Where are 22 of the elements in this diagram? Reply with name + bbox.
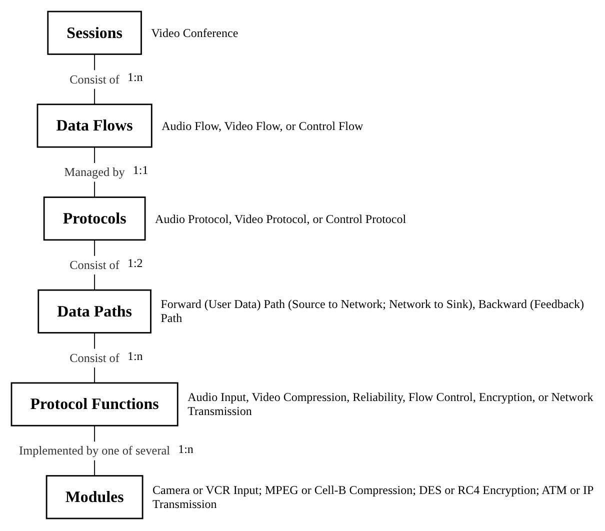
example-note: Audio Input, Video Compression, Reliability, Flow Control, Encryption, or Network Transmission bbox=[188, 390, 594, 418]
edge-label: Managed by bbox=[64, 163, 125, 182]
cardinality-label: 1:2 bbox=[127, 256, 143, 271]
example-note: Audio Flow, Video Flow, or Control Flow bbox=[162, 118, 364, 133]
edge-label: Implemented by one of several bbox=[19, 442, 170, 460]
entity-name: Protocols bbox=[62, 208, 126, 230]
entity-name: Data Flows bbox=[56, 116, 133, 136]
edge-label: Consist of bbox=[70, 256, 120, 274]
edge-label: Consist of bbox=[70, 348, 120, 367]
example-note: Camera or VCR Input; MPEG or Cell-B Compression; DES or RC4 Encryption; ATM or IP Transmission bbox=[152, 483, 594, 512]
entity-name: Modules bbox=[65, 487, 124, 508]
entity-name: Sessions bbox=[66, 22, 122, 44]
cardinality-label: 1:n bbox=[178, 442, 194, 457]
cardinality-label: 1:n bbox=[127, 348, 143, 364]
entity-name: Data Paths bbox=[57, 301, 132, 322]
cardinality-label: 1:n bbox=[127, 70, 143, 86]
example-note: Video Conference bbox=[151, 26, 240, 40]
entity-name: Protocol Functions bbox=[30, 394, 159, 415]
cardinality-label: 1:1 bbox=[132, 162, 148, 178]
edge-label: Consist of bbox=[70, 70, 120, 88]
example-note: Forward (User Data) Path (Source to Network; Network to Sink), Backward (Feedback) Path bbox=[160, 297, 585, 326]
example-note: Audio Protocol, Video Protocol, or Control Protocol bbox=[155, 212, 408, 226]
